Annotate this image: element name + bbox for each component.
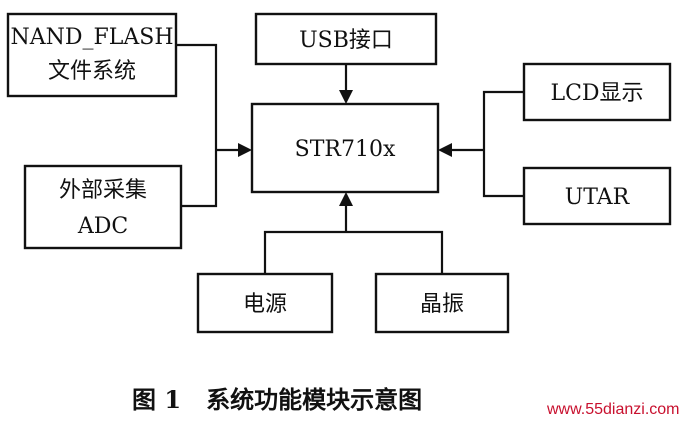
power-label: 电源 xyxy=(243,292,287,317)
connector-right-inputs xyxy=(438,90,524,198)
nand-flash-subtitle: 文件系统 xyxy=(48,59,136,84)
arrowhead-right xyxy=(238,143,252,157)
usb-label: USB接口 xyxy=(299,28,393,53)
figure-caption: 图 1 系统功能模块示意图 xyxy=(132,385,422,414)
cpu-block: STR710x xyxy=(250,102,440,194)
connector-usb-to-cpu xyxy=(339,64,353,104)
nand-flash-block: NAND_FLASH 文件系统 xyxy=(6,12,178,98)
arrowhead-down xyxy=(339,90,353,104)
utar-label: UTAR xyxy=(565,185,631,210)
cpu-label: STR710x xyxy=(295,137,396,162)
nand-flash-title: NAND_FLASH xyxy=(10,25,173,50)
watermark: www.55dianzi.com xyxy=(546,401,680,418)
adc-title: ADC xyxy=(77,214,128,239)
power-block: 电源 xyxy=(196,272,334,334)
crystal-label: 晶振 xyxy=(420,292,464,317)
adc-block: 外部采集 ADC xyxy=(23,164,183,250)
lcd-block: LCD显示 xyxy=(522,62,672,122)
arrowhead-left xyxy=(438,143,452,157)
connector-left-inputs xyxy=(176,43,252,208)
utar-block: UTAR xyxy=(522,166,672,226)
crystal-block: 晶振 xyxy=(374,272,510,334)
lcd-label: LCD显示 xyxy=(550,81,643,106)
arrowhead-up xyxy=(339,192,353,206)
connector-bottom-inputs xyxy=(263,192,444,274)
usb-block: USB接口 xyxy=(254,12,438,66)
adc-subtitle: 外部采集 xyxy=(59,178,147,203)
